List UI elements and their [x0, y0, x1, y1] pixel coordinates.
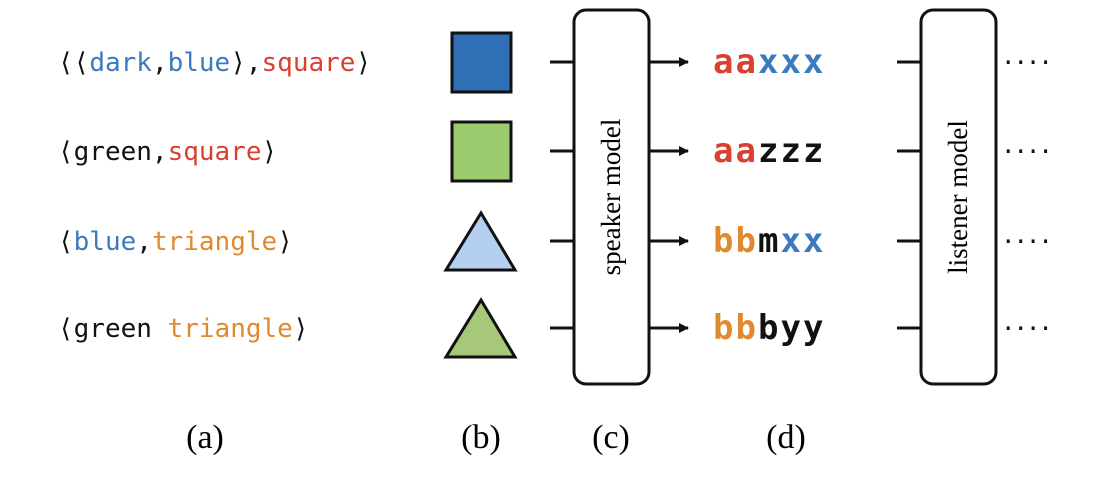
panel-label-c: (c): [592, 419, 630, 456]
ellipsis: ....: [1001, 42, 1051, 70]
diagram-row: ⟨green,square⟩aazzz....: [58, 120, 1053, 183]
input-token: ,: [152, 48, 168, 78]
input-token: ⟩: [355, 48, 371, 78]
speaker-model-label: speaker model: [596, 119, 626, 276]
ellipsis: ....: [1001, 131, 1051, 159]
input-token: ⟩: [277, 227, 293, 257]
diagram-row: ⟨green triangle⟩bbbyy....: [58, 297, 1053, 359]
panel-labels: (a) (b) (c) (d): [186, 419, 806, 456]
object-square: [450, 31, 513, 94]
message-symbol: x: [803, 221, 825, 261]
message-symbol: z: [803, 131, 825, 171]
input-tuple: ⟨green triangle⟩: [58, 314, 308, 344]
input-token: ⟩: [293, 314, 309, 344]
message: aazzz: [713, 131, 825, 171]
rows: ⟨⟨dark,blue⟩,square⟩aaxxx....⟨green,squa…: [58, 31, 1053, 359]
message: bbmxx: [713, 221, 825, 261]
input-token: square: [262, 48, 356, 78]
input-token: ⟩: [262, 137, 278, 167]
message-symbol: a: [713, 131, 735, 171]
input-tuple: ⟨⟨dark,blue⟩,square⟩: [58, 48, 371, 78]
input-token: ⟨green,: [58, 137, 168, 167]
message-symbol: a: [713, 42, 735, 82]
speaker-model-box: [572, 8, 651, 386]
input-token: triangle: [168, 314, 293, 344]
message-symbol: x: [780, 221, 802, 261]
message-symbol: b: [713, 308, 735, 348]
panel-label-a: (a): [186, 419, 224, 456]
input-token: blue: [74, 227, 137, 257]
input-token: triangle: [152, 227, 277, 257]
message-symbol: y: [780, 308, 802, 348]
input-token: blue: [168, 48, 231, 78]
speaker-model: speaker model: [572, 8, 651, 386]
input-token: dark: [89, 48, 152, 78]
input-token: ⟨: [58, 227, 74, 257]
diagram-row: ⟨blue,triangle⟩ bbmxx....: [58, 210, 1053, 272]
message-symbol: x: [780, 42, 802, 82]
message-symbol: a: [735, 42, 757, 82]
panel-label-b: (b): [461, 419, 501, 456]
message-symbol: a: [735, 131, 757, 171]
listener-model-box: [919, 8, 998, 386]
input-token: square: [168, 137, 262, 167]
diagram-row: ⟨⟨dark,blue⟩,square⟩aaxxx....: [58, 31, 1053, 94]
object-triangle: [443, 210, 518, 272]
listener-model-label: listener model: [943, 120, 973, 274]
message-symbol: z: [780, 131, 802, 171]
message-symbol: x: [803, 42, 825, 82]
message: bbbyy: [713, 308, 825, 348]
object-square: [450, 120, 513, 183]
panel-label-d: (d): [766, 419, 806, 456]
input-token: ⟨green: [58, 314, 168, 344]
message-symbol: b: [735, 308, 757, 348]
input-token: ,: [136, 227, 152, 257]
message-symbol: y: [803, 308, 825, 348]
input-token: ⟨⟨: [58, 48, 89, 78]
message-symbol: x: [758, 42, 780, 82]
ellipsis: ....: [1001, 308, 1051, 336]
input-tuple: ⟨blue,triangle⟩: [58, 227, 293, 257]
message-symbol: b: [758, 308, 780, 348]
message-symbol: m: [758, 221, 780, 261]
message-symbol: b: [713, 221, 735, 261]
message-symbol: z: [758, 131, 780, 171]
ellipsis: ....: [1001, 221, 1051, 249]
input-token: ⟩,: [230, 48, 261, 78]
input-tuple: ⟨green,square⟩: [58, 137, 277, 167]
message: aaxxx: [713, 42, 825, 82]
listener-model: listener model: [919, 8, 998, 386]
message-symbol: b: [735, 221, 757, 261]
object-triangle: [443, 297, 518, 359]
